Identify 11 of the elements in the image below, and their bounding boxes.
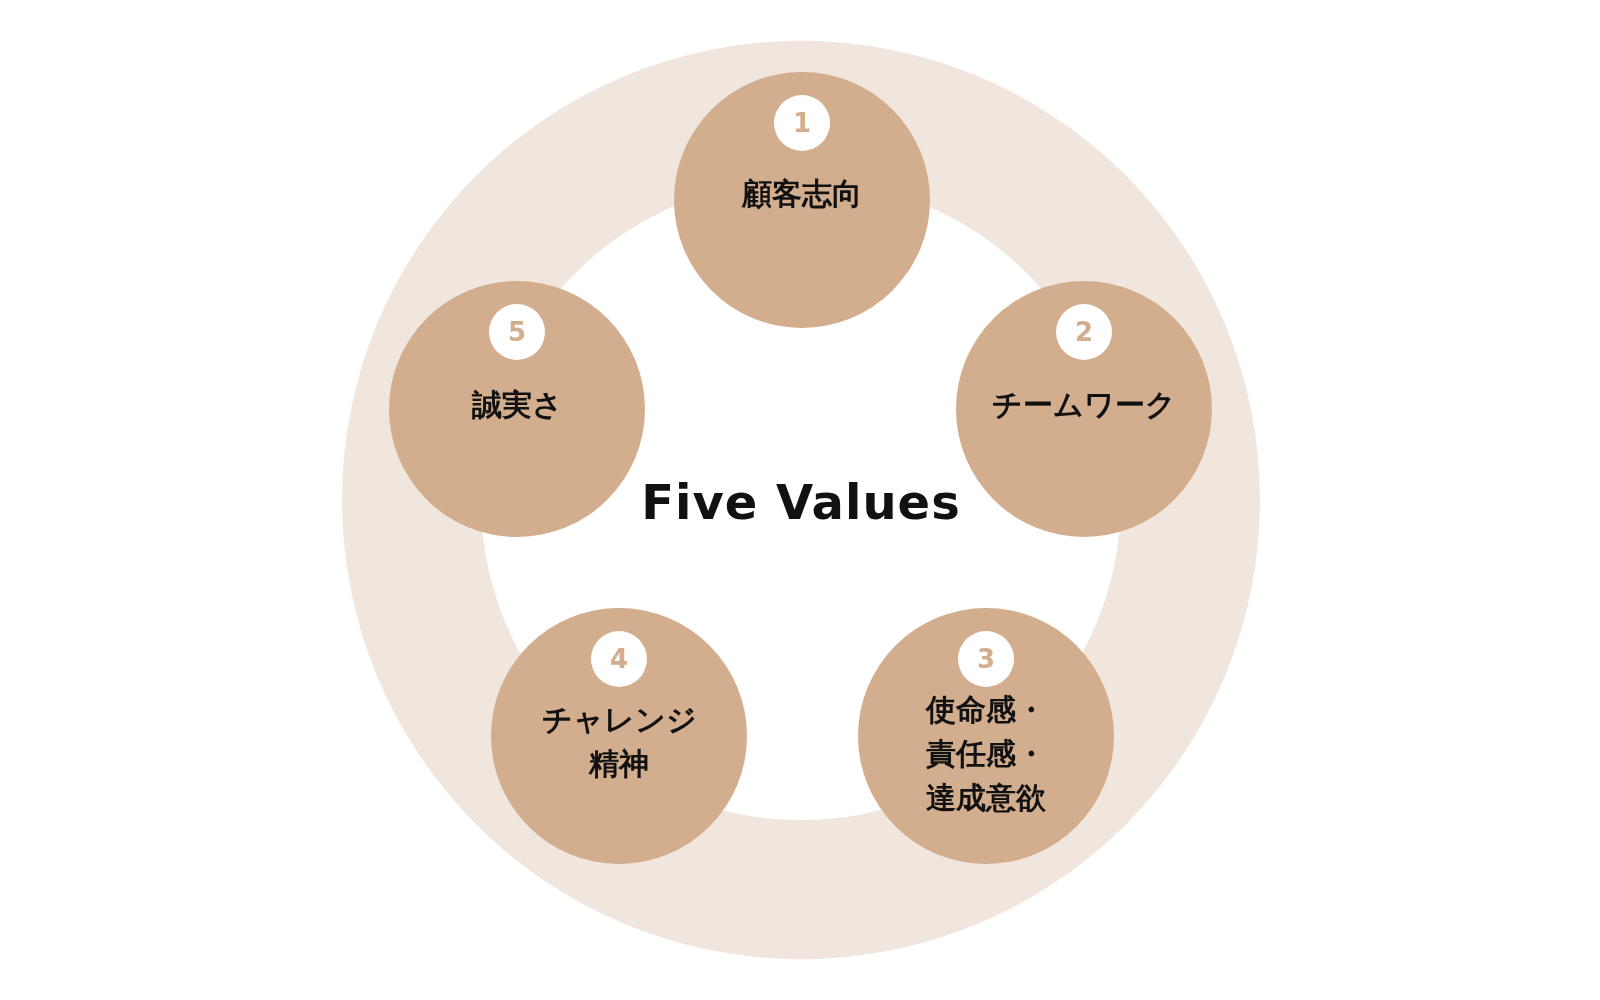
value-label: 誠実さ xyxy=(471,386,563,424)
number-badge: 1 xyxy=(774,95,830,151)
value-label: 顧客志向 xyxy=(742,175,862,213)
number-badge: 4 xyxy=(591,631,647,687)
number-badge: 2 xyxy=(1056,304,1112,360)
value-label: 使命感・責任感・達成意欲 xyxy=(924,691,1047,817)
number-badge: 3 xyxy=(958,631,1014,687)
value-label: チャレンジ精神 xyxy=(541,701,697,783)
value-label: チームワーク xyxy=(992,386,1176,424)
title: Five Values xyxy=(640,473,962,532)
number-badge: 5 xyxy=(489,304,545,360)
